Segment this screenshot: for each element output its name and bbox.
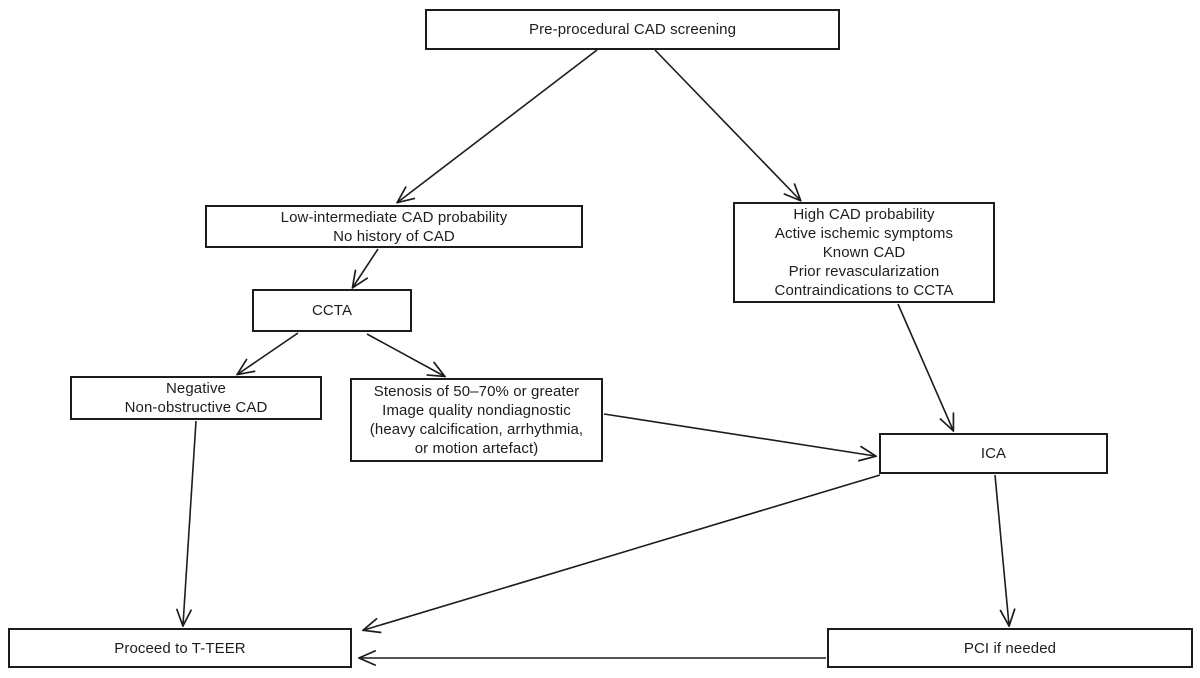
node-text-line: Active ischemic symptoms bbox=[774, 225, 954, 242]
node-text-line: or motion artefact) bbox=[414, 440, 539, 457]
node-high-cad-probability: High CAD probability Active ischemic sym… bbox=[733, 202, 995, 303]
node-low-intermediate-cad-probability: Low-intermediate CAD probability No hist… bbox=[205, 205, 583, 248]
edge-ccta-to-stenosis bbox=[366, 333, 444, 376]
node-text-line: Low-intermediate CAD probability bbox=[280, 208, 508, 226]
node-text-line: High CAD probability bbox=[793, 206, 935, 223]
node-pci-if-needed: PCI if needed bbox=[827, 628, 1193, 668]
node-text-line: Pre-procedural CAD screening bbox=[528, 21, 737, 38]
node-text-line: Proceed to T-TEER bbox=[114, 639, 246, 657]
edge-negative-to-tteer bbox=[183, 420, 197, 625]
edge-stenosis-to-ica bbox=[603, 413, 875, 456]
node-text-line: PCI if needed bbox=[963, 639, 1057, 657]
node-text-line: (heavy calcification, arrhythmia, bbox=[369, 421, 584, 438]
node-proceed-to-t-teer: Proceed to T-TEER bbox=[8, 628, 352, 668]
node-text-line: Stenosis of 50–70% or greater bbox=[373, 383, 580, 400]
node-text-line: CCTA bbox=[311, 302, 353, 319]
node-ica: ICA bbox=[879, 433, 1108, 474]
edge-screening-to-low-intermediate bbox=[398, 49, 598, 202]
edge-screening-to-high-risk bbox=[654, 49, 800, 200]
node-stenosis-or-nondiagnostic: Stenosis of 50–70% or greater Image qual… bbox=[350, 378, 603, 462]
node-text-line: Image quality nondiagnostic bbox=[382, 402, 571, 419]
node-text-line: Prior revascularization bbox=[788, 263, 940, 280]
edge-ica-to-tteer bbox=[364, 474, 881, 630]
edge-ica-to-pci bbox=[994, 474, 1009, 625]
node-text-line: Negative bbox=[165, 380, 226, 397]
node-text-line: Known CAD bbox=[822, 244, 906, 261]
node-text-line: ICA bbox=[980, 445, 1007, 462]
node-text-line: Contraindications to CCTA bbox=[774, 282, 954, 299]
edge-low-intermediate-to-ccta bbox=[353, 248, 379, 287]
node-negative-non-obstructive-cad: Negative Non-obstructive CAD bbox=[70, 376, 322, 420]
node-text-line: No history of CAD bbox=[333, 227, 455, 245]
node-pre-procedural-cad-screening: Pre-procedural CAD screening bbox=[425, 9, 840, 50]
node-text-line: Non-obstructive CAD bbox=[124, 399, 268, 416]
node-ccta: CCTA bbox=[252, 289, 412, 332]
edge-high-risk-to-ica bbox=[897, 303, 953, 430]
edge-ccta-to-negative bbox=[238, 332, 299, 374]
